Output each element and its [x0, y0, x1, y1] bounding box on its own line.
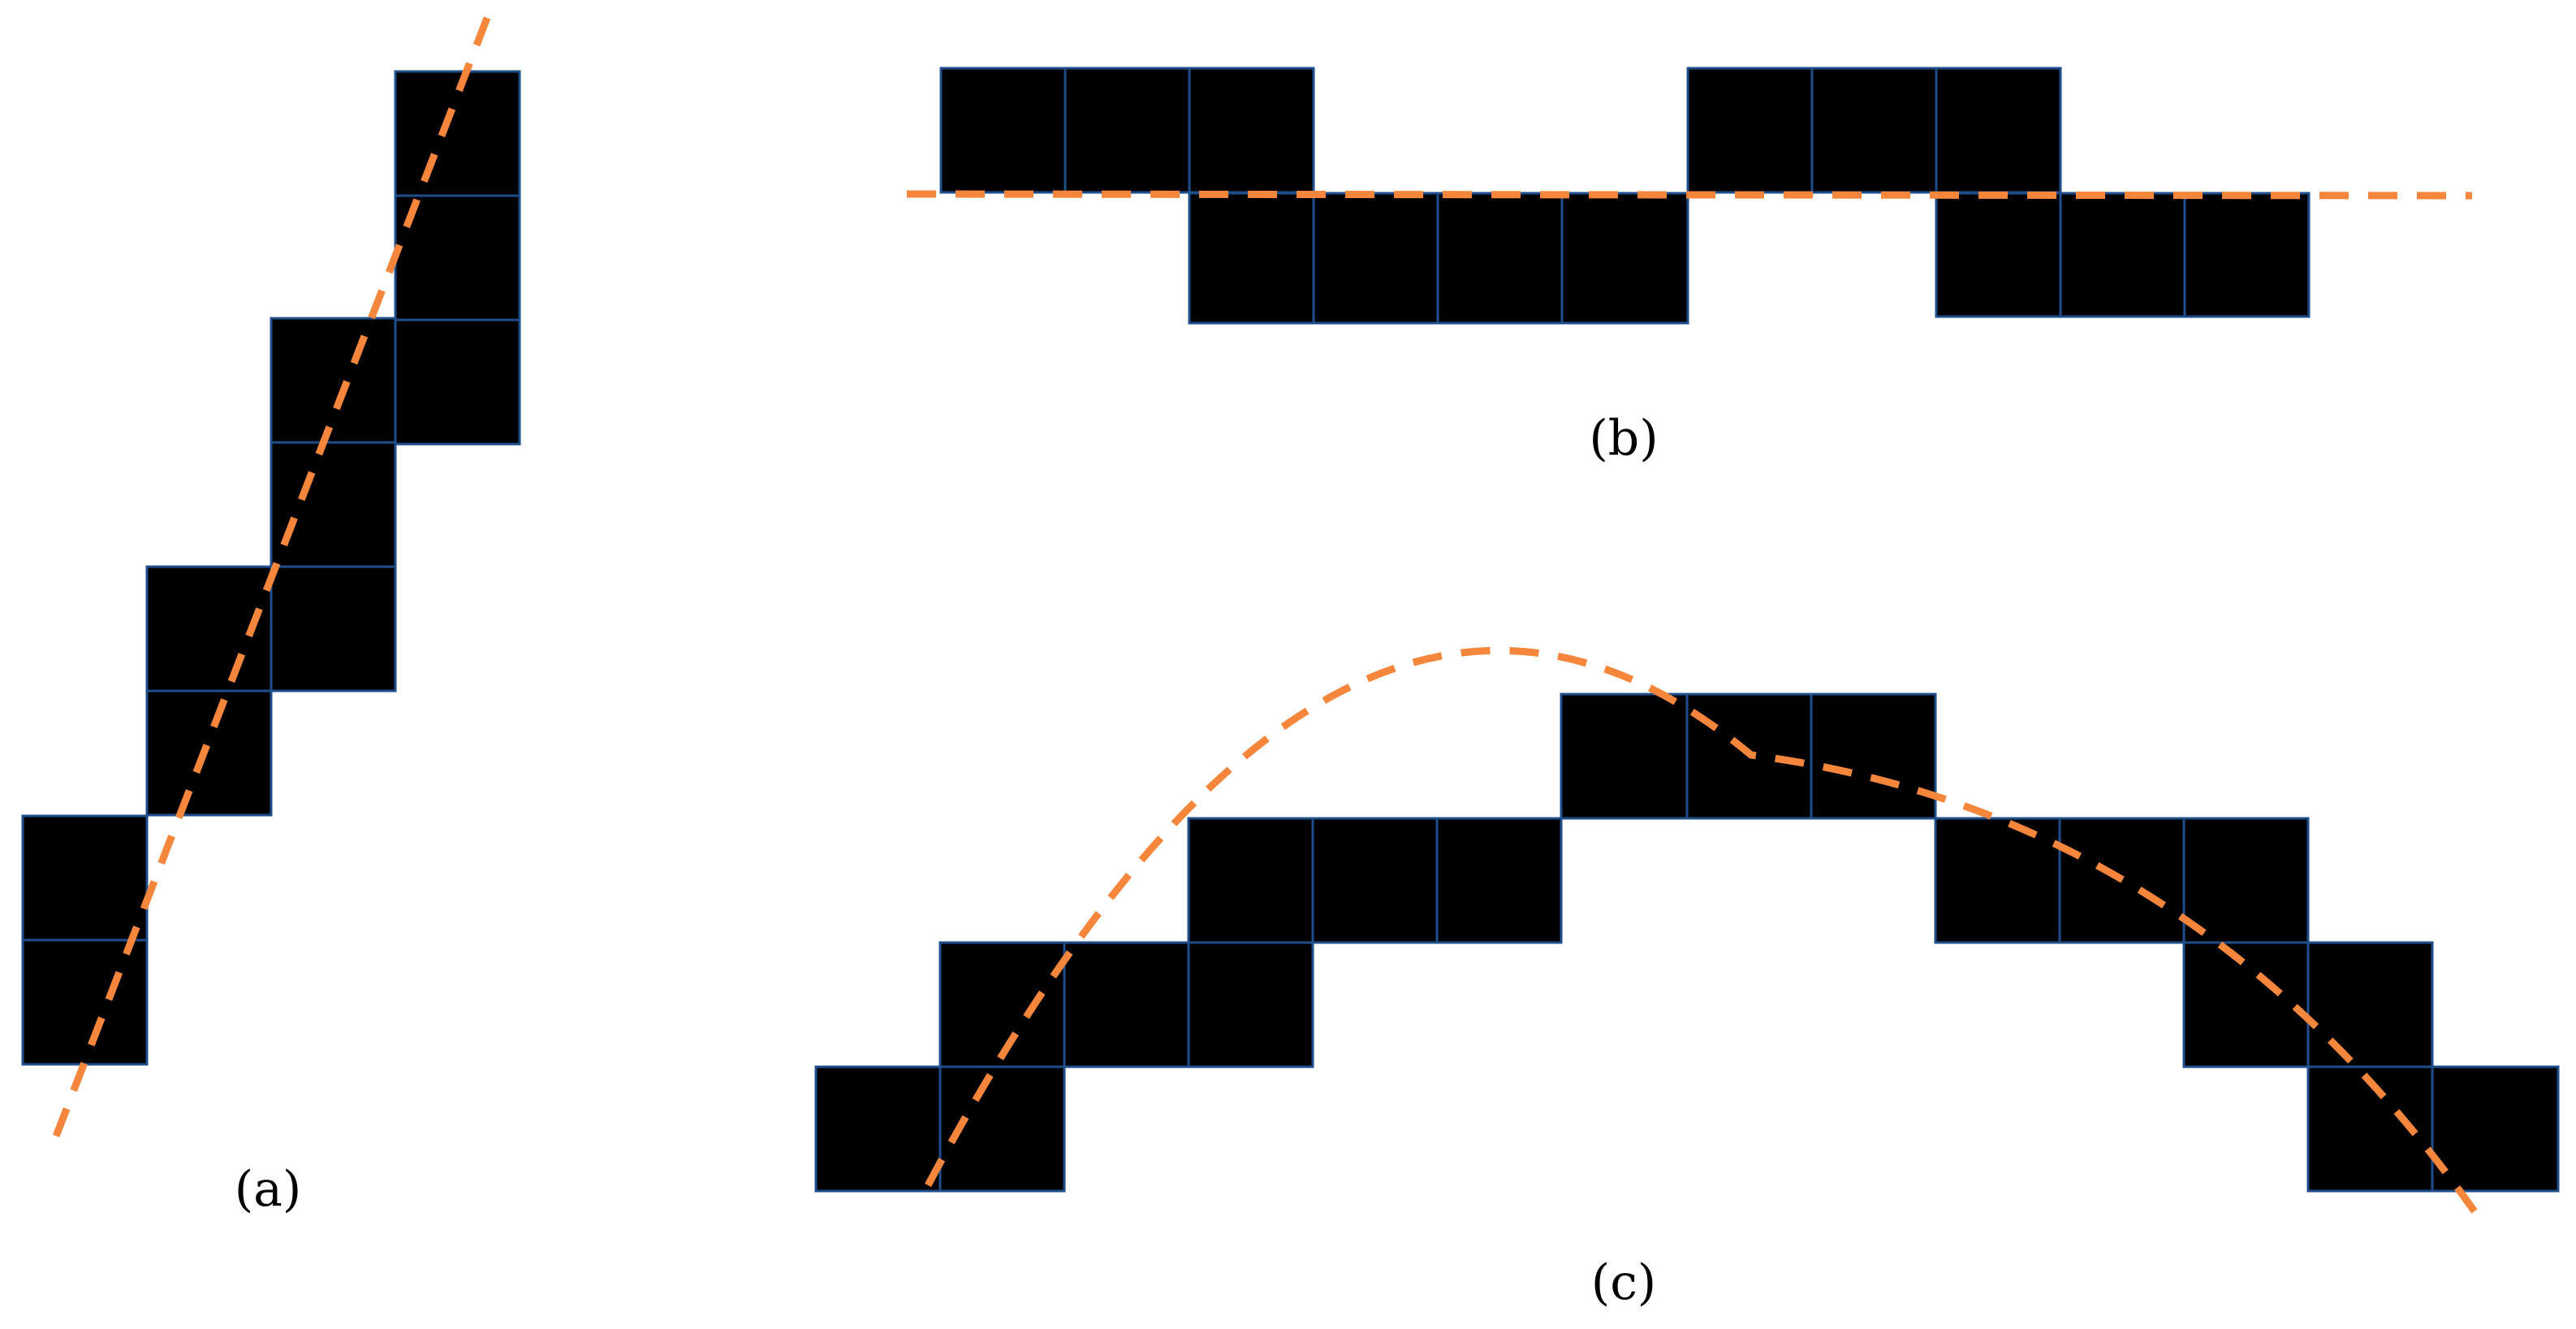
pixel-cell	[2431, 1065, 2560, 1193]
pixel-cell	[394, 70, 521, 197]
pixel-cell	[1064, 67, 1191, 194]
pixel-cell	[1810, 67, 1938, 194]
pixel-cell	[145, 689, 273, 817]
pixel-cell	[2059, 192, 2186, 318]
pixel-cell	[1187, 941, 1314, 1068]
pixel-cell	[2183, 192, 2311, 318]
panel-a-guide-line	[49, 16, 491, 1146]
panel-b: (b)	[906, 67, 2473, 467]
pixel-cell	[2306, 941, 2434, 1068]
pixel-cell	[938, 941, 1066, 1068]
panel-a-pixels	[21, 70, 521, 1066]
pixel-cell	[939, 67, 1067, 194]
panel-c-pixels	[814, 693, 2560, 1193]
pixel-cell	[1063, 941, 1190, 1068]
pixel-cell	[1436, 192, 1564, 325]
pixel-cell	[394, 194, 521, 321]
panel-c: (c)	[814, 646, 2560, 1311]
panel-b-pixels	[939, 67, 2311, 325]
pixel-cell	[1810, 693, 1937, 820]
pixel-cell	[1188, 192, 1315, 325]
panel-c-guide-curve	[925, 646, 2479, 1216]
pixel-cell	[1187, 817, 1314, 944]
panel-a: (a)	[21, 16, 521, 1218]
panel-b-label: (b)	[1589, 410, 1658, 467]
pixel-cell	[1311, 817, 1439, 944]
pixel-cell	[2182, 941, 2310, 1068]
pixel-cell	[814, 1065, 942, 1193]
pixel-cell	[1435, 817, 1563, 944]
pixel-cell	[2182, 817, 2310, 944]
pixel-cell	[270, 317, 397, 444]
pixel-cell	[394, 318, 521, 446]
pixel-cell	[21, 938, 149, 1066]
pixel-cell	[1935, 67, 2062, 194]
panel-b-guide-line	[906, 190, 2473, 200]
panel-a-label: (a)	[235, 1161, 302, 1218]
pixel-cell	[1560, 693, 1689, 820]
panel-c-label: (c)	[1591, 1254, 1656, 1311]
pixel-cell	[1188, 67, 1315, 194]
pixel-cell	[270, 441, 397, 568]
pixel-cell	[1686, 67, 1814, 194]
pixel-cell	[1312, 192, 1439, 325]
pixel-cell	[1935, 192, 2062, 318]
pixel-cell	[1934, 817, 2061, 944]
pixel-cell	[21, 814, 149, 942]
pixel-cell	[270, 565, 397, 693]
pixel-cell	[1560, 192, 1689, 325]
